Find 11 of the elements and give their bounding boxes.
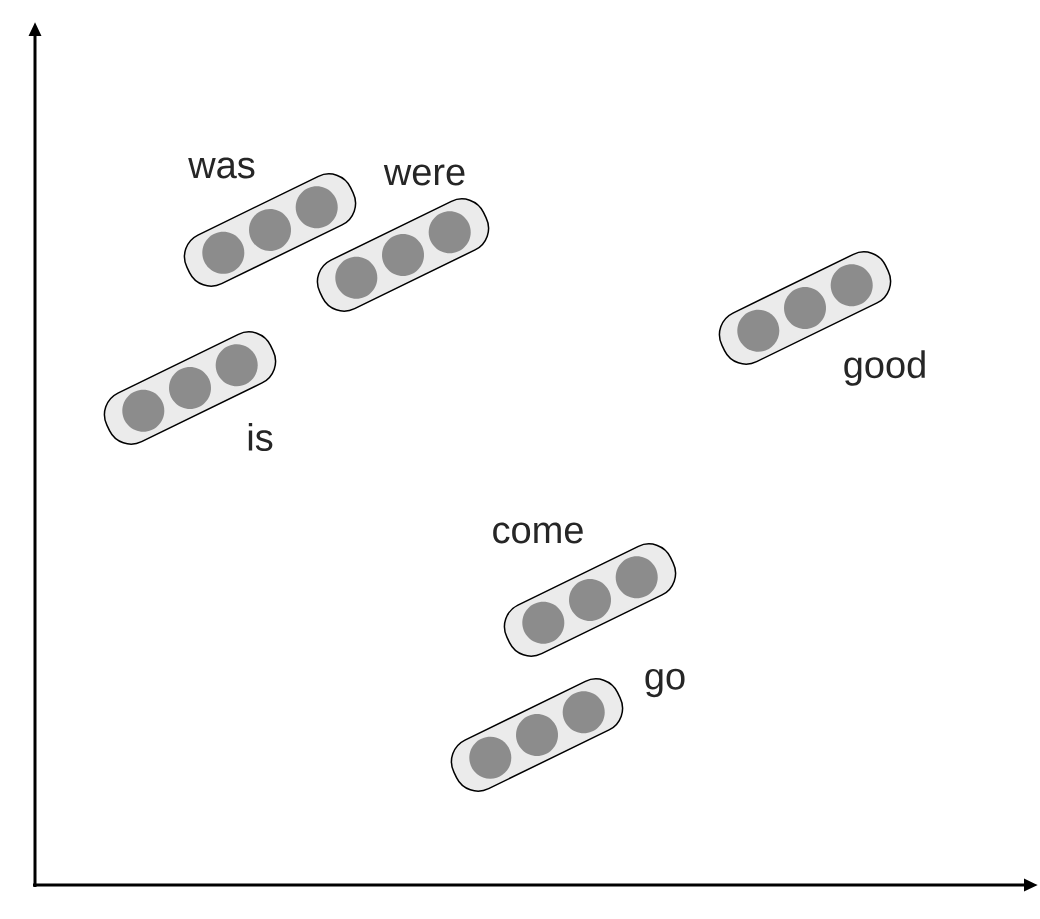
vector-bar [469,691,605,779]
vector-bar [335,211,471,299]
word-label: is [248,423,273,451]
vector-bar [737,264,873,352]
word-label: was [188,157,255,179]
vector-bar [202,186,338,274]
word-label: were [383,164,465,186]
vector-bar [522,556,658,644]
word-label: good [844,350,925,386]
word-label: go [645,668,685,698]
word-label: come [493,522,583,544]
